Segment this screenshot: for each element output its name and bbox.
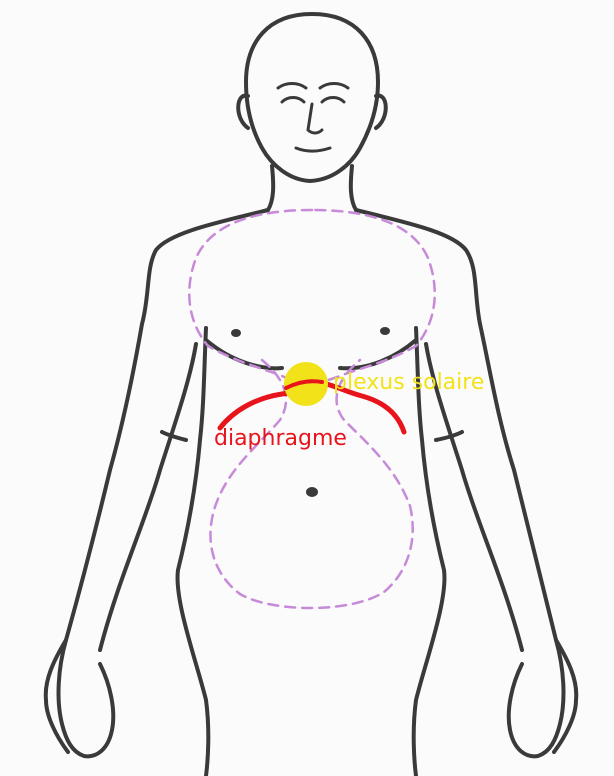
left-nipple — [231, 329, 241, 337]
left-eyebrow — [278, 84, 306, 89]
right-hand — [509, 640, 564, 756]
neck-right — [351, 166, 356, 210]
organ-outlines — [189, 210, 435, 608]
head-outline — [246, 14, 378, 181]
neck-left — [268, 166, 273, 210]
left-elbow — [162, 432, 186, 440]
body-silhouette — [46, 210, 577, 752]
left-hand — [59, 640, 114, 756]
body-marks — [231, 327, 390, 497]
plexus-solaire-label: plexus solaire — [333, 372, 484, 394]
navel-icon — [306, 487, 318, 497]
diaphragme-label: diaphragme — [214, 428, 347, 450]
left-eye — [282, 98, 304, 103]
nose — [308, 104, 322, 133]
right-eyebrow — [320, 84, 348, 89]
right-eye — [322, 98, 344, 103]
right-nipple — [380, 327, 390, 335]
face-features — [278, 84, 348, 152]
thorax-outline — [189, 210, 435, 388]
mouth — [296, 148, 330, 151]
